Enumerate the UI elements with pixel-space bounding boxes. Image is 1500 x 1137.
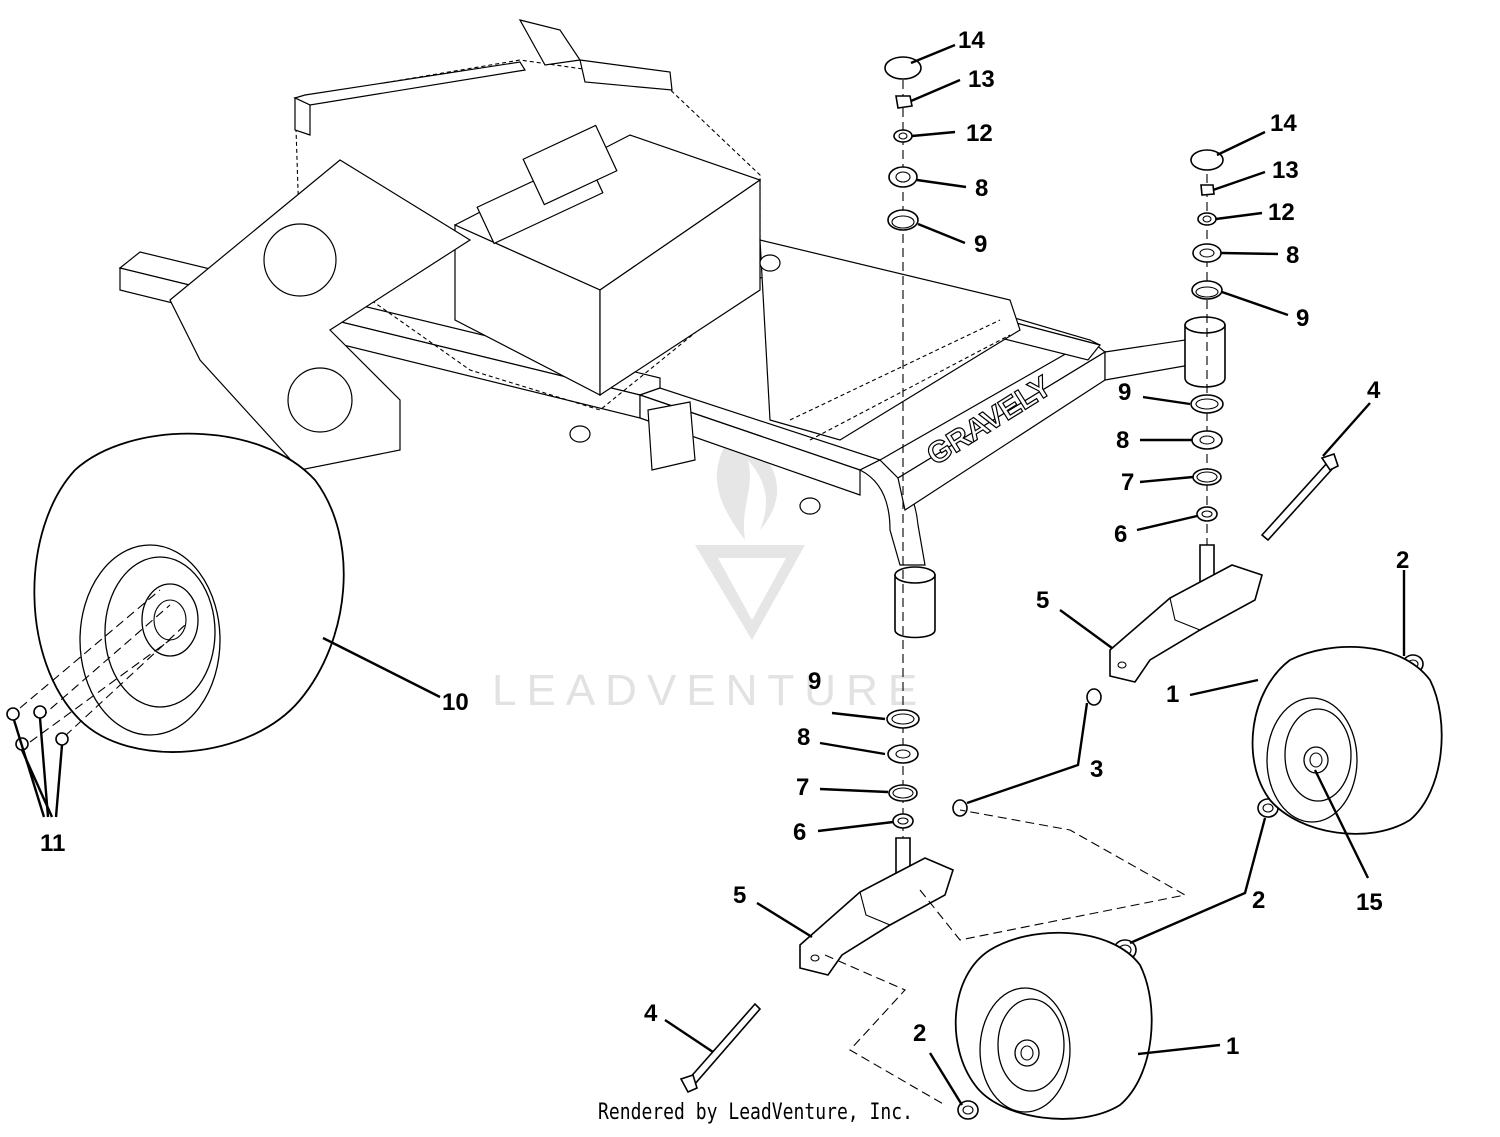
callout-7: 7: [796, 774, 809, 801]
right-spindle-tube: [1184, 316, 1226, 388]
callout-15: 15: [1356, 889, 1383, 916]
callouts: 14 13 12 8 9 14 13 12 8 9 9 8 7 6 4 5 2 …: [40, 27, 1409, 1060]
callout-7: 7: [1121, 469, 1134, 496]
callout-13: 13: [1272, 157, 1299, 184]
callout-11: 11: [40, 830, 65, 857]
callout-9: 9: [974, 231, 987, 258]
left-caster-fork: [799, 837, 954, 976]
left-lower-stack: [886, 709, 920, 829]
chassis-frame: GRAVELY: [118, 19, 1191, 566]
right-upper-stack: [1190, 149, 1224, 300]
left-upper-stack: [884, 56, 922, 231]
right-caster-fork: [1109, 544, 1263, 683]
right-axle-bolt: [1260, 452, 1339, 542]
callout-6: 6: [793, 819, 806, 846]
callout-9: 9: [1118, 379, 1131, 406]
callout-12: 12: [966, 120, 993, 147]
callout-3: 3: [1090, 756, 1103, 783]
callout-14: 14: [958, 27, 985, 54]
left-axle-bolt: [679, 1002, 762, 1094]
left-caster-wheel: [954, 931, 1153, 1120]
front-spacer-nut: [952, 799, 968, 817]
callout-2: 2: [913, 1020, 926, 1047]
callout-8: 8: [1286, 242, 1299, 269]
callout-2: 2: [1252, 887, 1265, 914]
left-spindle-tube: [894, 566, 936, 639]
upper-spacer-left: [1086, 688, 1102, 706]
callout-9: 9: [1296, 305, 1309, 332]
rear-drive-tire: [19, 432, 345, 753]
callout-9: 9: [808, 668, 821, 695]
callout-14: 14: [1270, 110, 1297, 137]
callout-4: 4: [1367, 377, 1381, 404]
watermark-text: LEADVENTURE: [492, 666, 927, 715]
callout-5: 5: [733, 882, 746, 909]
callout-2: 2: [1396, 547, 1409, 574]
right-lower-stack: [1190, 394, 1224, 522]
callout-5: 5: [1036, 587, 1049, 614]
callout-10: 10: [442, 689, 469, 716]
callout-13: 13: [968, 66, 995, 93]
right-caster-wheel: [1251, 646, 1443, 835]
callout-4: 4: [644, 1000, 658, 1027]
callout-8: 8: [975, 175, 988, 202]
callout-1: 1: [1226, 1033, 1239, 1060]
lug-nuts: [6, 705, 69, 751]
leader-lines: [12, 43, 1406, 1106]
left-fork-assembly-guide: [824, 954, 946, 1106]
left-fork-to-wheel-guide: [919, 809, 1187, 941]
footer-credit: Rendered by LeadVenture, Inc.: [598, 1100, 913, 1125]
lower-wheel-spacer: [957, 1100, 979, 1120]
callout-6: 6: [1114, 521, 1127, 548]
callout-8: 8: [1116, 427, 1129, 454]
callout-12: 12: [1268, 199, 1295, 226]
callout-1: 1: [1166, 681, 1179, 708]
callout-8: 8: [797, 724, 810, 751]
